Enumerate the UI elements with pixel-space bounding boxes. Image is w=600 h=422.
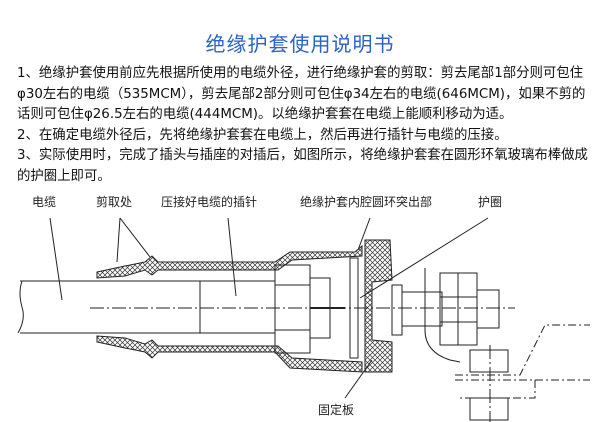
crimped-pin bbox=[199, 275, 276, 340]
instruction-3: 3、实际使用时，完成了插头与插座的对插后，如图所示，将绝缘护套套在圆形环氧玻璃布… bbox=[17, 148, 588, 184]
bolt bbox=[476, 289, 500, 329]
instruction-2: 2、在确定电缆外径后，先将绝缘护套套在电缆上，然后再进行插针与电缆的压接。 bbox=[17, 127, 508, 143]
instructions: 1、绝缘护套使用前应先根据所使用的电缆外径，进行绝缘护套的剪取：剪去尾部1部分则… bbox=[17, 64, 592, 187]
cable bbox=[17, 280, 200, 334]
hex-nut-inner bbox=[274, 264, 311, 354]
center-line bbox=[90, 307, 515, 422]
page-title: 绝缘护套使用说明书 bbox=[205, 32, 395, 56]
label-crimped-pin: 压接好电缆的插针 bbox=[161, 195, 258, 209]
instruction-1: 1、绝缘护套使用前应先根据所使用的电缆外径，进行绝缘护套的剪取：剪去尾部1部分则… bbox=[17, 66, 586, 122]
sleeve-bottom bbox=[96, 335, 363, 373]
label-cut-point: 剪取处 bbox=[96, 195, 133, 209]
mounting-bracket bbox=[455, 324, 590, 399]
label-inner-ring: 绝缘护套内腔圆环突出部 bbox=[300, 195, 433, 209]
sleeve-top bbox=[96, 244, 363, 279]
label-cable: 电缆 bbox=[32, 195, 57, 209]
label-guard-ring: 护圈 bbox=[478, 195, 503, 209]
fixing-plate bbox=[364, 239, 393, 373]
label-fixing-plate: 固定板 bbox=[318, 403, 355, 417]
